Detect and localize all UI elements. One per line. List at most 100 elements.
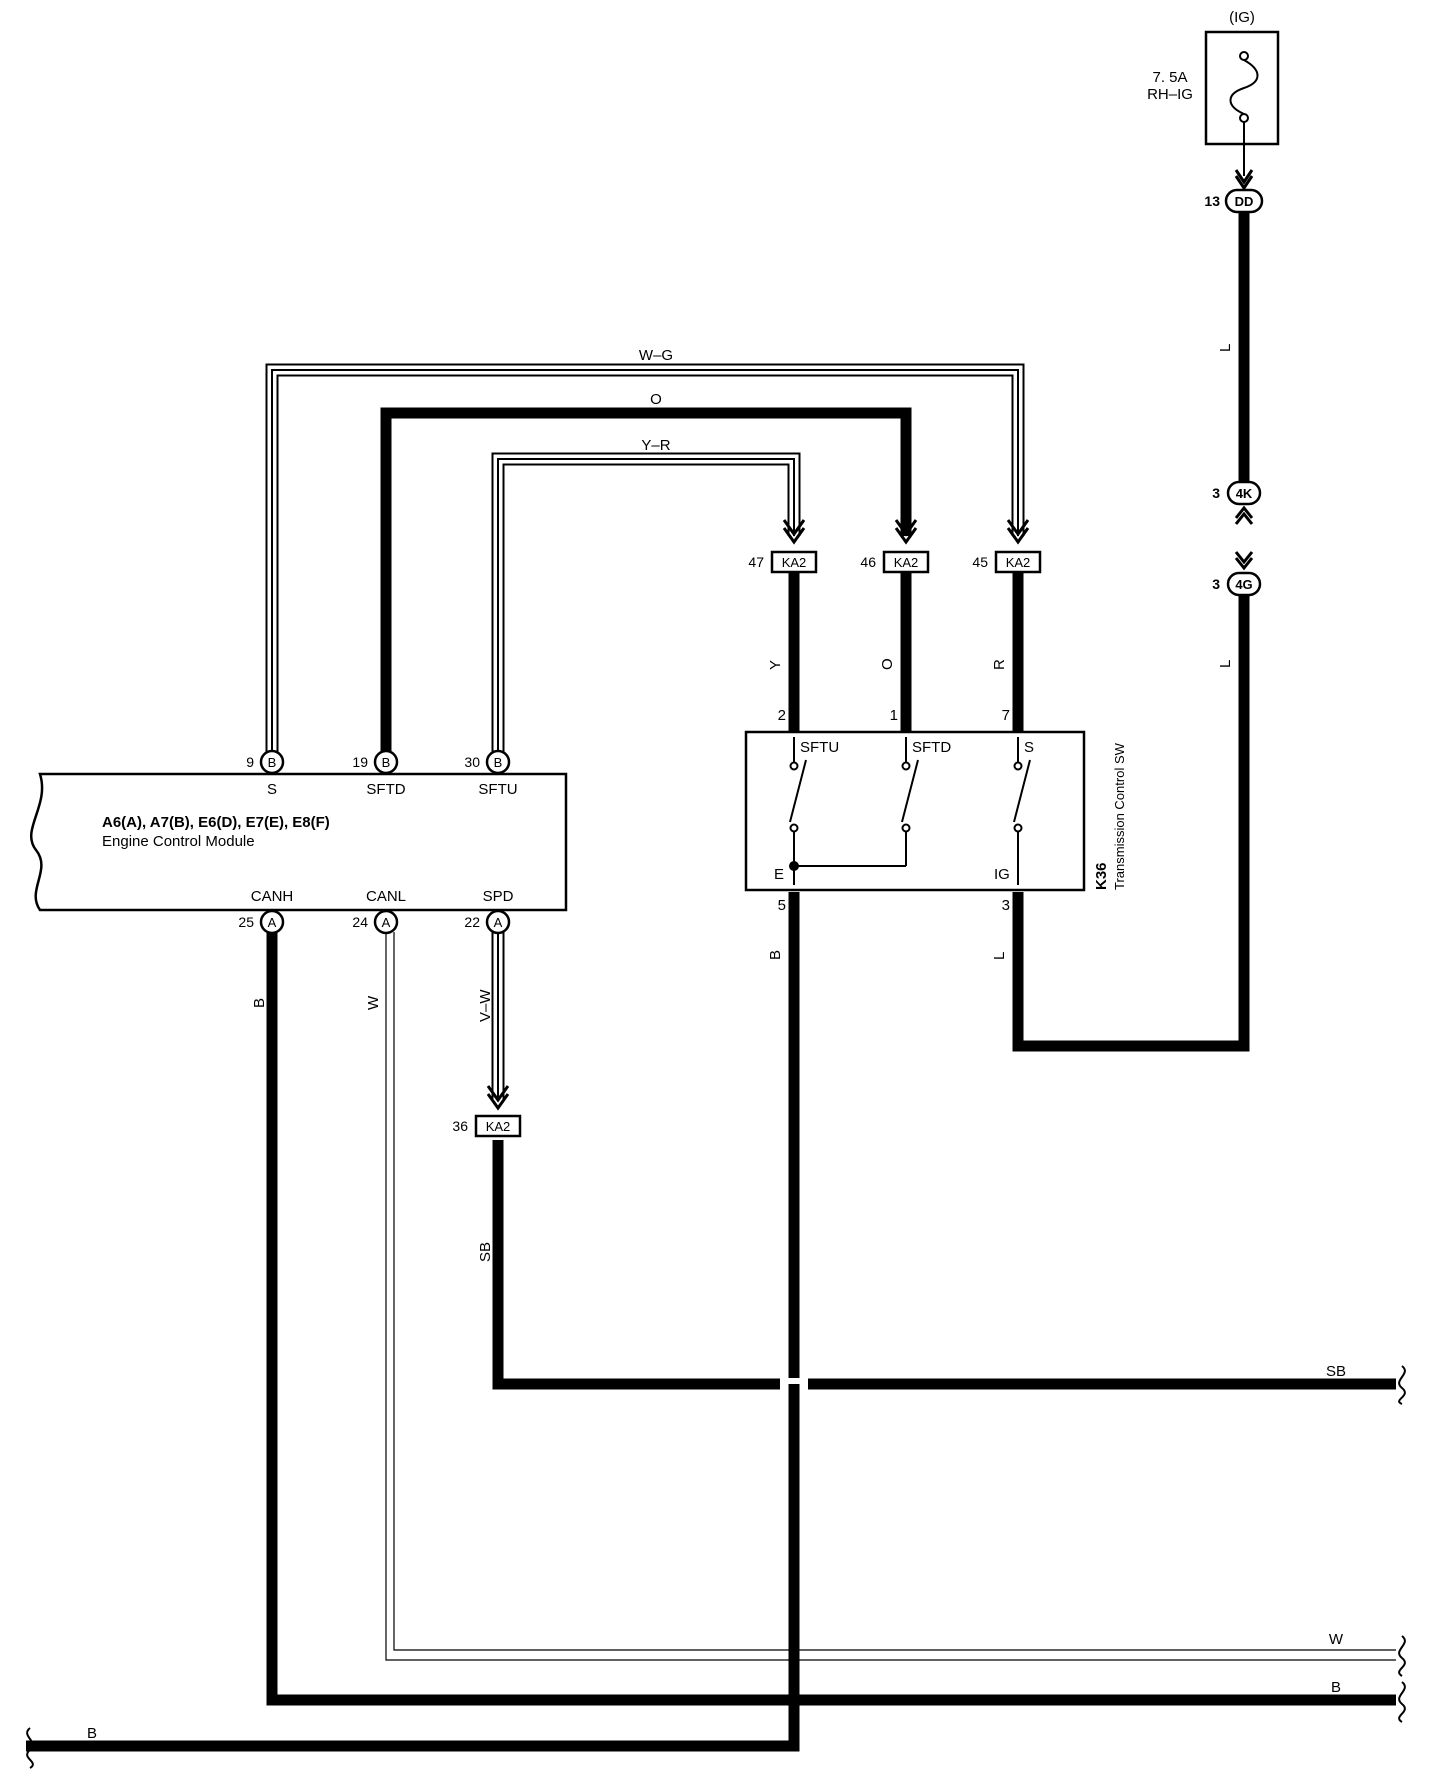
connector-ka2-36: KA2 36: [452, 1114, 522, 1138]
switch-blade-sftu: [789, 759, 807, 823]
switch-pin-2: 2: [778, 707, 786, 724]
connector-4g: 4G 3: [1212, 571, 1262, 597]
wire-label-o-top: O: [650, 391, 662, 408]
ecm-terminal-canh: CANH: [251, 888, 294, 905]
wire-label-b-bottom: B: [87, 1725, 97, 1742]
arrow-ka2-47-icon: [782, 519, 806, 545]
ecm-pin-sftu: [485, 749, 511, 775]
switch-pin-1: 1: [890, 707, 898, 724]
wire-label-r: R: [991, 659, 1008, 670]
ecm-pin-canh-number: 25: [238, 914, 254, 930]
wire-label-b-ecm: B: [251, 998, 268, 1008]
wire-label-sb-vertical: SB: [477, 1242, 494, 1262]
ecm-pin-sftu-number: 30: [464, 754, 480, 770]
arrow-ka2-45-icon: [1006, 519, 1030, 545]
engine-control-module: A6(A), A7(B), E6(D), E7(E), E8(F) Engine…: [29, 772, 568, 912]
ecm-pin-sftd: [373, 749, 399, 775]
fuse-name: RH–IG: [1147, 86, 1193, 103]
switch-pin-7: 7: [1002, 707, 1010, 724]
ecm-pin-canl-number: 24: [352, 914, 368, 930]
switch-terminal-sftu: SFTU: [800, 739, 839, 756]
ecm-subtitle: Engine Control Module: [102, 833, 255, 850]
arrow-4g-icon: [1234, 551, 1254, 571]
wires: [26, 122, 1396, 1752]
fuse-terminal-bottom: [1239, 113, 1249, 123]
wire-label-yr: Y–R: [641, 437, 670, 454]
wire-label-b-switch: B: [767, 950, 784, 960]
ecm-pins-top: B 9 B 19 B 30: [246, 749, 511, 775]
connector-ka2-46: KA2 46: [860, 550, 930, 574]
wire-wg: [271, 369, 1019, 752]
switch-terminal-s: S: [1024, 739, 1034, 756]
ecm-terminal-canl: CANL: [366, 888, 406, 905]
connector-ka2-36-shape: [474, 1114, 522, 1138]
connector-ka2-46-code: KA2: [894, 555, 919, 570]
switch-body: [744, 730, 1086, 892]
ecm-pin-s: [259, 749, 285, 775]
connector-ka2-36-pin: 36: [452, 1118, 468, 1134]
wire-label-sb-horizontal: SB: [1326, 1363, 1346, 1380]
connector-ka2-45-code: KA2: [1006, 555, 1031, 570]
fuse-rating: 7. 5A: [1152, 69, 1187, 86]
ecm-pin-spd-number: 22: [464, 914, 480, 930]
switch-code: K36: [1093, 862, 1110, 890]
wire-b-switch-lower: [26, 1384, 800, 1752]
switch-pin-3: 3: [1002, 897, 1010, 914]
ecm-pins-bottom: A 25 A 24 A 22: [238, 909, 511, 935]
break-w-icon: [1398, 1635, 1406, 1677]
ecm-pin-s-number: 9: [246, 754, 254, 770]
ecm-pin-sftd-number: 19: [352, 754, 368, 770]
connector-dd-pin: 13: [1204, 193, 1220, 209]
wire-b-canh: [266, 932, 1396, 1706]
wire-labels: W–G O Y–R L L Y O R B L B W V–W SB SB W …: [87, 344, 1346, 1742]
wire-sb: [492, 1140, 1396, 1390]
connector-4k-code: 4K: [1236, 486, 1253, 501]
connector-dd-shape: [1224, 188, 1264, 214]
wire-label-vw: V–W: [477, 989, 494, 1022]
fuse-group-label: (IG): [1229, 9, 1255, 26]
fuse-terminal-top: [1239, 51, 1249, 61]
connector-dd: DD 13: [1204, 188, 1264, 214]
connector-ka2-47: KA2 47: [748, 550, 818, 574]
transmission-control-switch: 2 1 7 SFTU SFTD S E IG 5 3: [744, 707, 1127, 914]
wire-yr-outer: [491, 452, 801, 752]
connector-ka2-45-shape: [994, 550, 1042, 574]
connector-ka2-47-shape: [770, 550, 818, 574]
wire-label-b-horizontal: B: [1331, 1679, 1341, 1696]
ecm-terminal-spd: SPD: [483, 888, 514, 905]
wire-label-w-ecm: W: [365, 995, 382, 1010]
connector-4g-pin: 3: [1212, 576, 1220, 592]
arrowheads: [486, 169, 1254, 1111]
connector-ka2-46-shape: [882, 550, 930, 574]
ecm-pin-spd: [485, 909, 511, 935]
connector-ka2-47-pin: 47: [748, 554, 764, 570]
fuse-rh-ig: (IG) 7. 5A RH–IG: [1147, 9, 1280, 146]
break-sb-icon: [1398, 1365, 1406, 1405]
ecm-pin-spd-code: A: [494, 915, 503, 930]
connector-ka2-45: KA2 45: [972, 550, 1042, 574]
ecm-pin-sftu-code: B: [494, 755, 503, 770]
switch-terminal-sftd: SFTD: [912, 739, 951, 756]
ecm-pin-canh: [259, 909, 285, 935]
wire-label-l-upper: L: [1217, 344, 1234, 352]
ecm-pin-sftd-code: B: [382, 755, 391, 770]
connector-ka2-46-pin: 46: [860, 554, 876, 570]
wire-label-w-horizontal: W: [1329, 1631, 1344, 1648]
wire-w-b: [393, 932, 1396, 1651]
break-b-left-icon: [26, 1727, 34, 1769]
ecm-pin-canl-code: A: [382, 915, 391, 930]
wire-label-l-lower: L: [1217, 660, 1234, 668]
switch-terminal-ig: IG: [994, 866, 1010, 883]
switch-contacts: [789, 737, 1031, 885]
connector-4k-pin: 3: [1212, 485, 1220, 501]
break-b-icon: [1398, 1681, 1406, 1723]
switch-pin-5: 5: [778, 897, 786, 914]
connector-4k-shape: [1226, 480, 1262, 506]
wire-l-lower: [1012, 596, 1250, 1052]
ecm-pin-s-code: B: [268, 755, 277, 770]
connector-4k: 4K 3: [1212, 480, 1262, 506]
ecm-pin-canl: [373, 909, 399, 935]
ecm-pin-canh-code: A: [268, 915, 277, 930]
connector-ka2-36-code: KA2: [486, 1119, 511, 1134]
